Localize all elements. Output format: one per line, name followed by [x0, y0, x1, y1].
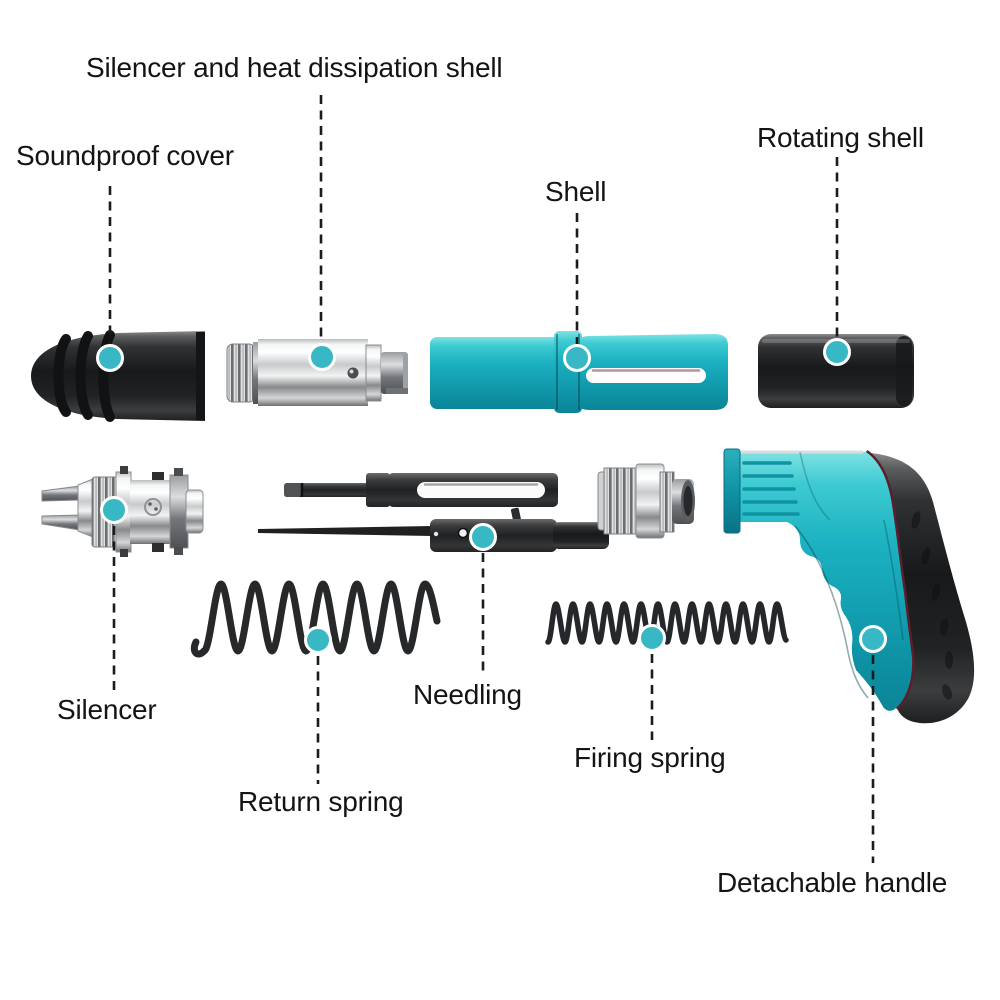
label-silencer-heat-shell: Silencer and heat dissipation shell [86, 52, 503, 83]
marker-dot-rotating-shell [823, 338, 851, 366]
needling-part [258, 473, 609, 552]
rotating-shell-part [758, 334, 914, 408]
leader-lines [108, 95, 875, 863]
label-soundproof-cover: Soundproof cover [16, 140, 234, 171]
label-detachable-handle: Detachable handle [717, 867, 948, 898]
label-shell: Shell [545, 176, 607, 207]
silencer-heat-shell-part [226, 339, 408, 406]
connector-bushing-part [597, 463, 695, 539]
marker-dot-needling [469, 523, 497, 551]
soundproof-cover-part [31, 330, 205, 422]
silencer-part [41, 466, 204, 557]
label-firing-spring: Firing spring [574, 742, 726, 773]
marker-dot-soundproof-cover [96, 344, 124, 372]
label-rotating-shell: Rotating shell [757, 122, 924, 153]
marker-dot-firing-spring [638, 624, 666, 652]
label-return-spring: Return spring [238, 786, 404, 817]
detachable-handle-part [723, 448, 975, 724]
label-needling: Needling [413, 679, 522, 710]
label-silencer: Silencer [57, 694, 157, 725]
marker-dot-return-spring [304, 626, 332, 654]
marker-dot-detachable-handle [859, 625, 887, 653]
marker-dots [96, 338, 887, 654]
firing-spring-part [545, 601, 789, 645]
marker-dot-silencer [100, 496, 128, 524]
shell-part [430, 331, 728, 413]
return-spring-part [190, 580, 441, 658]
marker-dot-silencer-heat-shell [308, 343, 336, 371]
marker-dot-shell [563, 344, 591, 372]
